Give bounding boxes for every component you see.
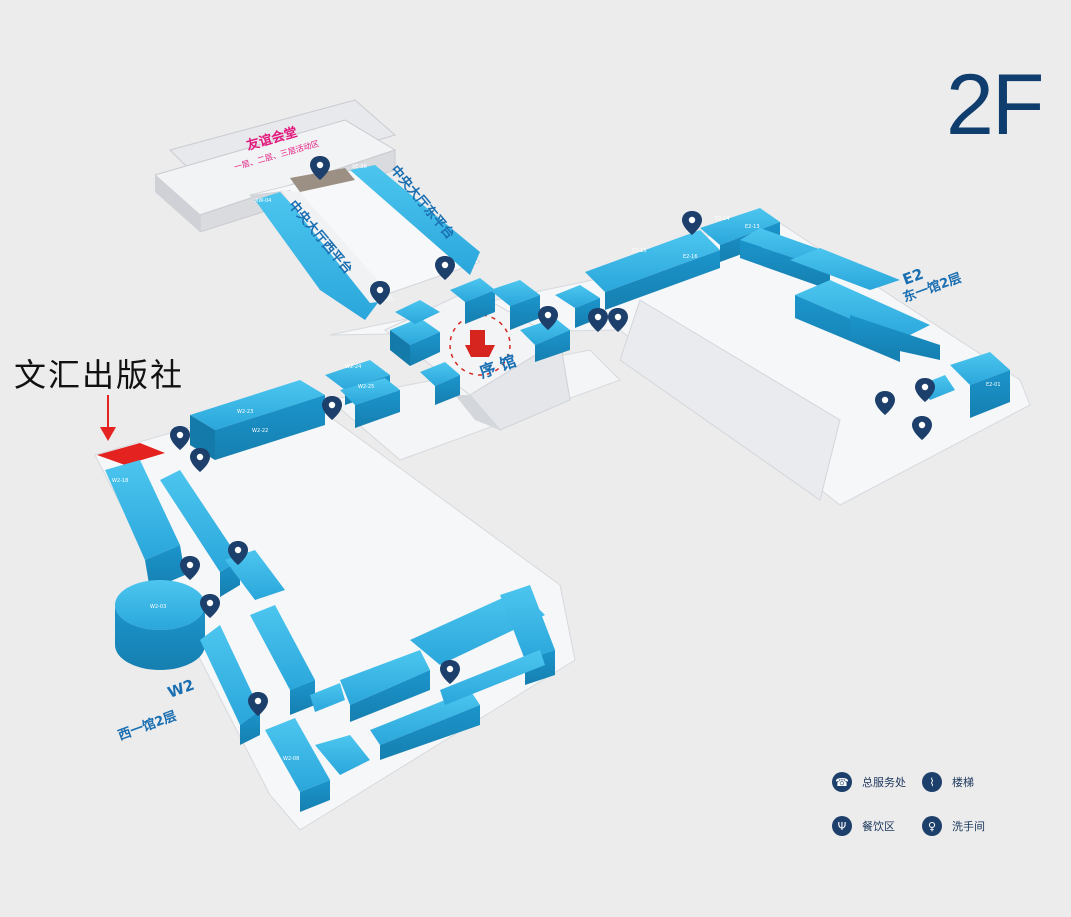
booth-e2-01: E2-01: [986, 382, 1001, 388]
booth-e2-16: E2-16: [683, 254, 698, 260]
floor-label: 2F: [946, 57, 1044, 153]
booth-w2-25: W2-25: [358, 384, 374, 390]
booth-e2-15: E2-15: [632, 248, 647, 254]
w2-name-label: 西一馆2层: [116, 708, 179, 744]
callout-label: 文汇出版社: [14, 356, 185, 394]
central-hall: [248, 165, 482, 320]
booth-e2-13: E2-13: [745, 224, 760, 230]
booth-w2-22: W2-22: [252, 428, 268, 434]
legend-label: 洗手间: [952, 820, 985, 833]
w2-code-label: W2: [165, 676, 197, 702]
legend-stairs: ⌇ 楼梯: [922, 772, 974, 792]
booth-xw-04: XW-04: [255, 198, 271, 204]
callout-arrow: [100, 395, 116, 441]
legend: ☎ 总服务处 ⌇ 楼梯 Ψ 餐饮区 ♀ 洗手间: [832, 772, 1002, 842]
walkways: [94, 209, 1031, 831]
w2-wing: [97, 360, 555, 812]
booth-w2-24: W2-24: [345, 364, 361, 370]
stairs-icon: ⌇: [922, 772, 942, 792]
dining-icon: Ψ: [832, 816, 852, 836]
e2-code-label: E2: [900, 265, 926, 289]
booth-w2-12: W2-03: [150, 604, 166, 610]
restroom-icon: ♀: [922, 816, 942, 836]
booth-w2-18: W2-18: [112, 478, 128, 484]
wenhui-booth-highlight: [97, 443, 165, 465]
legend-restroom: ♀ 洗手间: [922, 816, 985, 836]
legend-label: 餐饮区: [862, 820, 895, 833]
service-desk-icon: ☎: [832, 772, 852, 792]
booth-w2-23: W2-23: [237, 409, 253, 415]
legend-dining: Ψ 餐饮区: [832, 816, 895, 836]
booth-e2-14: E2-14: [715, 216, 730, 222]
booth-w2-08: W2-08: [283, 756, 299, 762]
legend-label: 楼梯: [952, 776, 974, 789]
x-booths: [390, 278, 570, 405]
legend-label: 总服务处: [862, 776, 906, 789]
booth-xe-06: XE-06: [352, 164, 367, 170]
legend-service-desk: ☎ 总服务处: [832, 772, 906, 792]
